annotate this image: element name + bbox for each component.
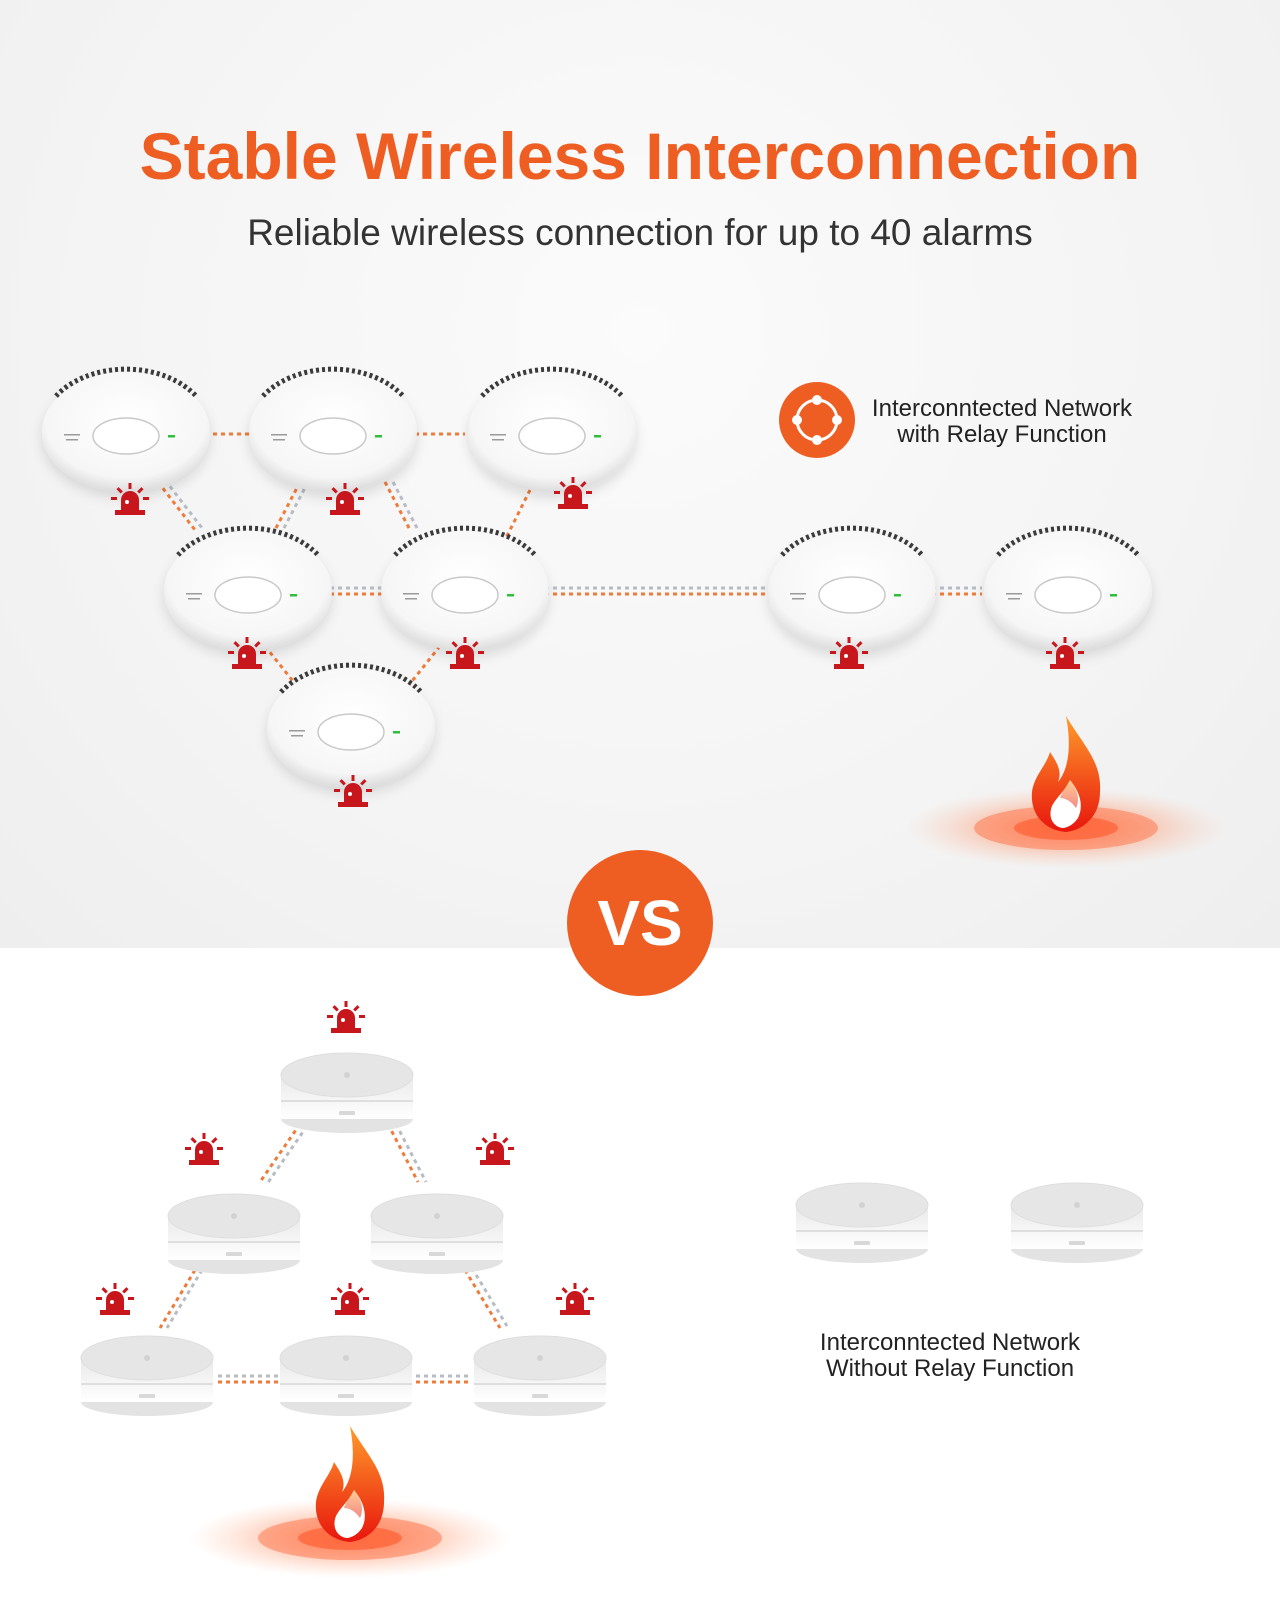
relay-caption-line2: with Relay Function bbox=[897, 421, 1107, 448]
fire-icon bbox=[906, 716, 1226, 868]
no-relay-section bbox=[0, 948, 1280, 1600]
relay-caption: Interconntected Network with Relay Funct… bbox=[852, 396, 1152, 448]
no-relay-caption-line2: Without Relay Function bbox=[825, 1355, 1075, 1382]
no-relay-links bbox=[158, 1123, 509, 1384]
no-relay-caption: Interconntected Network Without Relay Fu… bbox=[800, 1330, 1100, 1382]
smoke-detector-icon bbox=[249, 369, 417, 492]
smoke-detector-icon bbox=[1010, 1182, 1144, 1264]
smoke-detector-icon bbox=[267, 665, 435, 788]
smoke-detector-icon bbox=[167, 1193, 301, 1275]
smoke-detector-icon bbox=[280, 1052, 414, 1134]
smoke-detector-icon bbox=[164, 528, 332, 651]
page-title: Stable Wireless Interconnection bbox=[139, 119, 1141, 193]
alarm-siren-icon bbox=[331, 1283, 369, 1315]
network-relay-icon bbox=[779, 382, 855, 458]
smoke-detector-icon bbox=[381, 528, 549, 651]
smoke-detector-icon bbox=[768, 528, 936, 651]
relay-caption-line1: Interconntected Network bbox=[871, 395, 1133, 422]
alarm-siren-icon bbox=[185, 1133, 223, 1165]
no-relay-sirens bbox=[96, 1001, 594, 1315]
smoke-detector-icon bbox=[279, 1335, 413, 1417]
alarm-siren-icon bbox=[327, 1001, 365, 1033]
smoke-detector-icon bbox=[473, 1335, 607, 1417]
no-relay-caption-line1: Interconntected Network bbox=[819, 1329, 1081, 1356]
alarm-siren-icon bbox=[96, 1283, 134, 1315]
smoke-detector-icon bbox=[42, 369, 210, 492]
fire-icon bbox=[190, 1426, 510, 1578]
smoke-detector-icon bbox=[984, 528, 1152, 651]
page-subtitle: Reliable wireless connection for up to 4… bbox=[247, 212, 1033, 253]
vs-badge: VS bbox=[567, 850, 713, 996]
smoke-detector-icon bbox=[468, 369, 636, 492]
relay-links bbox=[156, 432, 982, 691]
smoke-detector-icon bbox=[80, 1335, 214, 1417]
smoke-detector-icon bbox=[370, 1193, 504, 1275]
alarm-siren-icon bbox=[476, 1133, 514, 1165]
smoke-detector-icon bbox=[795, 1182, 929, 1264]
alarm-siren-icon bbox=[556, 1283, 594, 1315]
